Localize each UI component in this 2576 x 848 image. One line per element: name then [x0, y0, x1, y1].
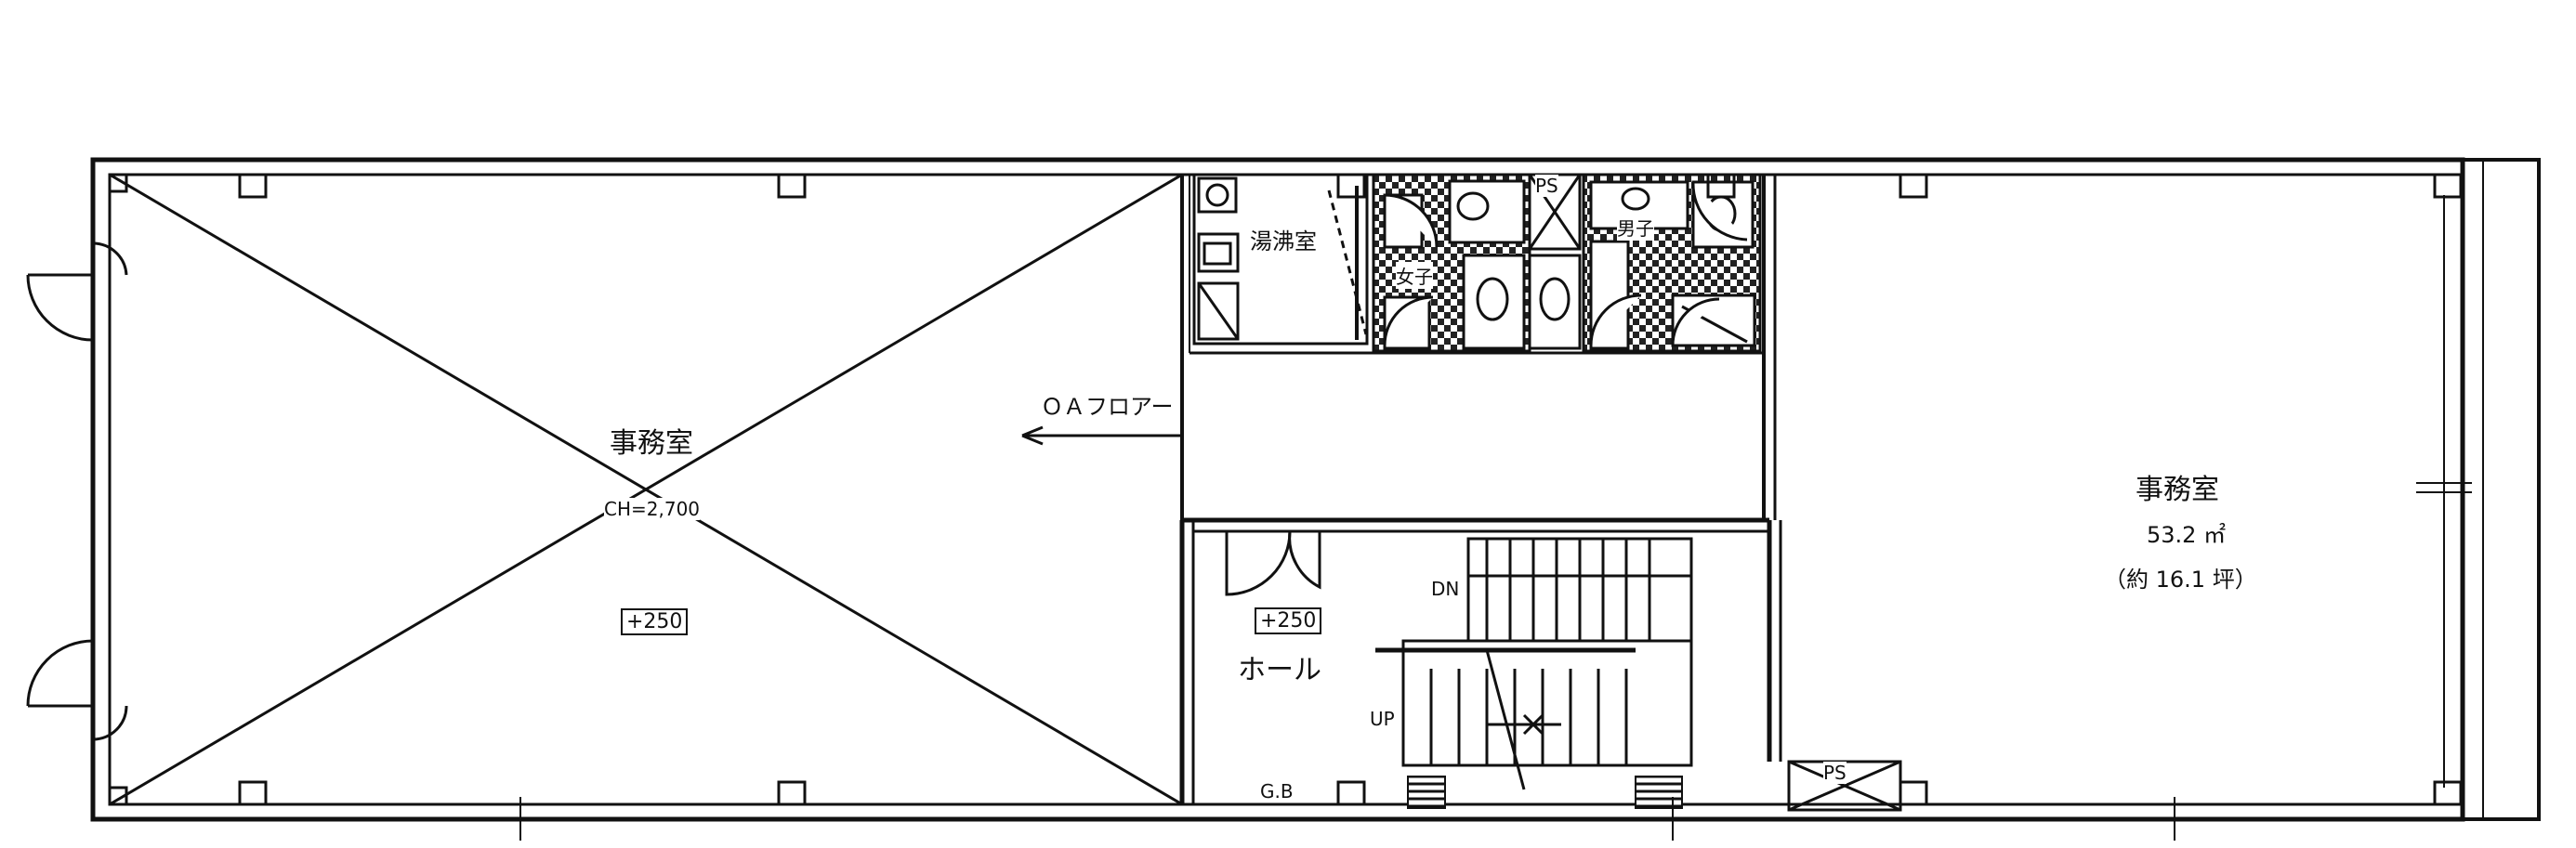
void-cross-mark [109, 173, 1183, 806]
ceiling-height-label: CH=2,700 [604, 498, 701, 520]
right-office-trim [2416, 195, 2472, 788]
staircase [1375, 537, 1693, 790]
wc-female-label: 女子 [1396, 262, 1433, 289]
dimension-ticks [519, 797, 2175, 841]
core-walls [1179, 175, 1782, 804]
stair-dn-label: DN [1431, 578, 1460, 600]
left-door-upper [26, 241, 128, 342]
ps-bottom-label: PS [1823, 762, 1847, 784]
oa-floor-label: ＯＡフロアー [1041, 394, 1174, 420]
left-office-label: 事務室 [610, 427, 693, 460]
gb-label: G.B [1260, 780, 1294, 802]
left-door-lower [26, 639, 128, 741]
left-office-level-tag: +250 [621, 608, 689, 635]
ps-top-label: PS [1535, 175, 1558, 197]
hall-door [1225, 529, 1321, 596]
wc-male-label: 男子 [1617, 214, 1654, 241]
hall-label: ホール [1238, 654, 1321, 686]
hall-level-tag: +250 [1255, 607, 1322, 634]
stair-up-label: UP [1370, 708, 1395, 730]
stair-hatch-right [1635, 776, 1683, 809]
right-office-area: 53.2 ㎡ [2147, 522, 2227, 548]
column-notches [108, 173, 2463, 806]
right-office-tsubo: （約 16.1 坪） [2104, 567, 2257, 593]
kitchenette-label: 湯沸室 [1250, 223, 1317, 255]
ps-shaft-top [1528, 173, 1582, 350]
kitchenette-room [1192, 173, 1369, 346]
stair-hatch-left [1407, 776, 1446, 809]
oa-floor-arrow [1021, 425, 1182, 446]
wc-male-room [1582, 173, 1762, 353]
right-office-label: 事務室 [2136, 474, 2219, 506]
